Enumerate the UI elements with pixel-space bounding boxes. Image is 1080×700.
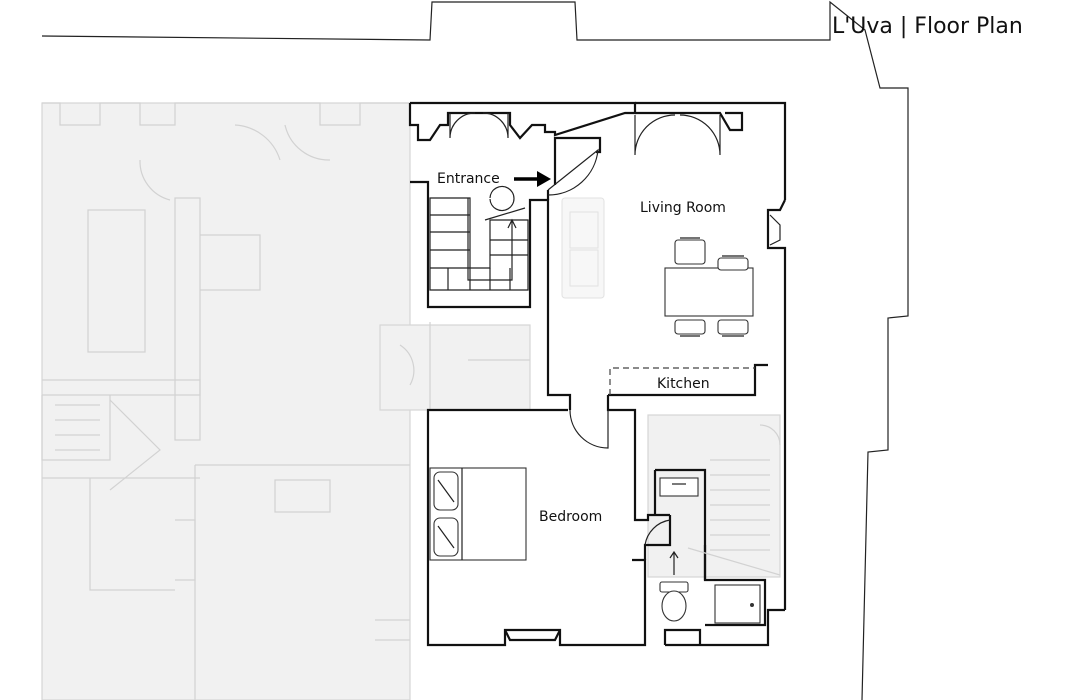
door-swing-icon (482, 112, 509, 139)
door-swing-icon (634, 114, 676, 156)
room-label-living-room: Living Room (640, 200, 726, 216)
room-label-kitchen: Kitchen (657, 376, 710, 392)
dining-table-icon (664, 237, 754, 337)
door-swing-icon (449, 112, 476, 139)
plan-title: L'Uva | Floor Plan (832, 14, 1023, 39)
arrow-right-icon (514, 171, 551, 187)
shower-icon (714, 584, 761, 624)
neighbour-block (41, 102, 411, 700)
doors (449, 112, 781, 546)
sofa-icon (561, 197, 605, 299)
door-swing-icon (679, 114, 721, 156)
site-boundary (41, 0, 909, 700)
kitchen-divider (609, 367, 755, 395)
door-swing-icon (569, 409, 609, 449)
bed-icon (429, 467, 527, 561)
door-swing-icon (547, 148, 599, 196)
bath-arrow-icon (669, 550, 679, 575)
stairs-icon (429, 185, 529, 291)
neighbouring-building (41, 102, 411, 700)
toilet-icon (659, 581, 689, 622)
door-swing-icon (644, 519, 671, 546)
room-label-bedroom: Bedroom (539, 509, 602, 525)
sink-icon (659, 477, 699, 497)
room-label-entrance: Entrance (437, 171, 500, 187)
neighbour-annex (379, 322, 531, 411)
